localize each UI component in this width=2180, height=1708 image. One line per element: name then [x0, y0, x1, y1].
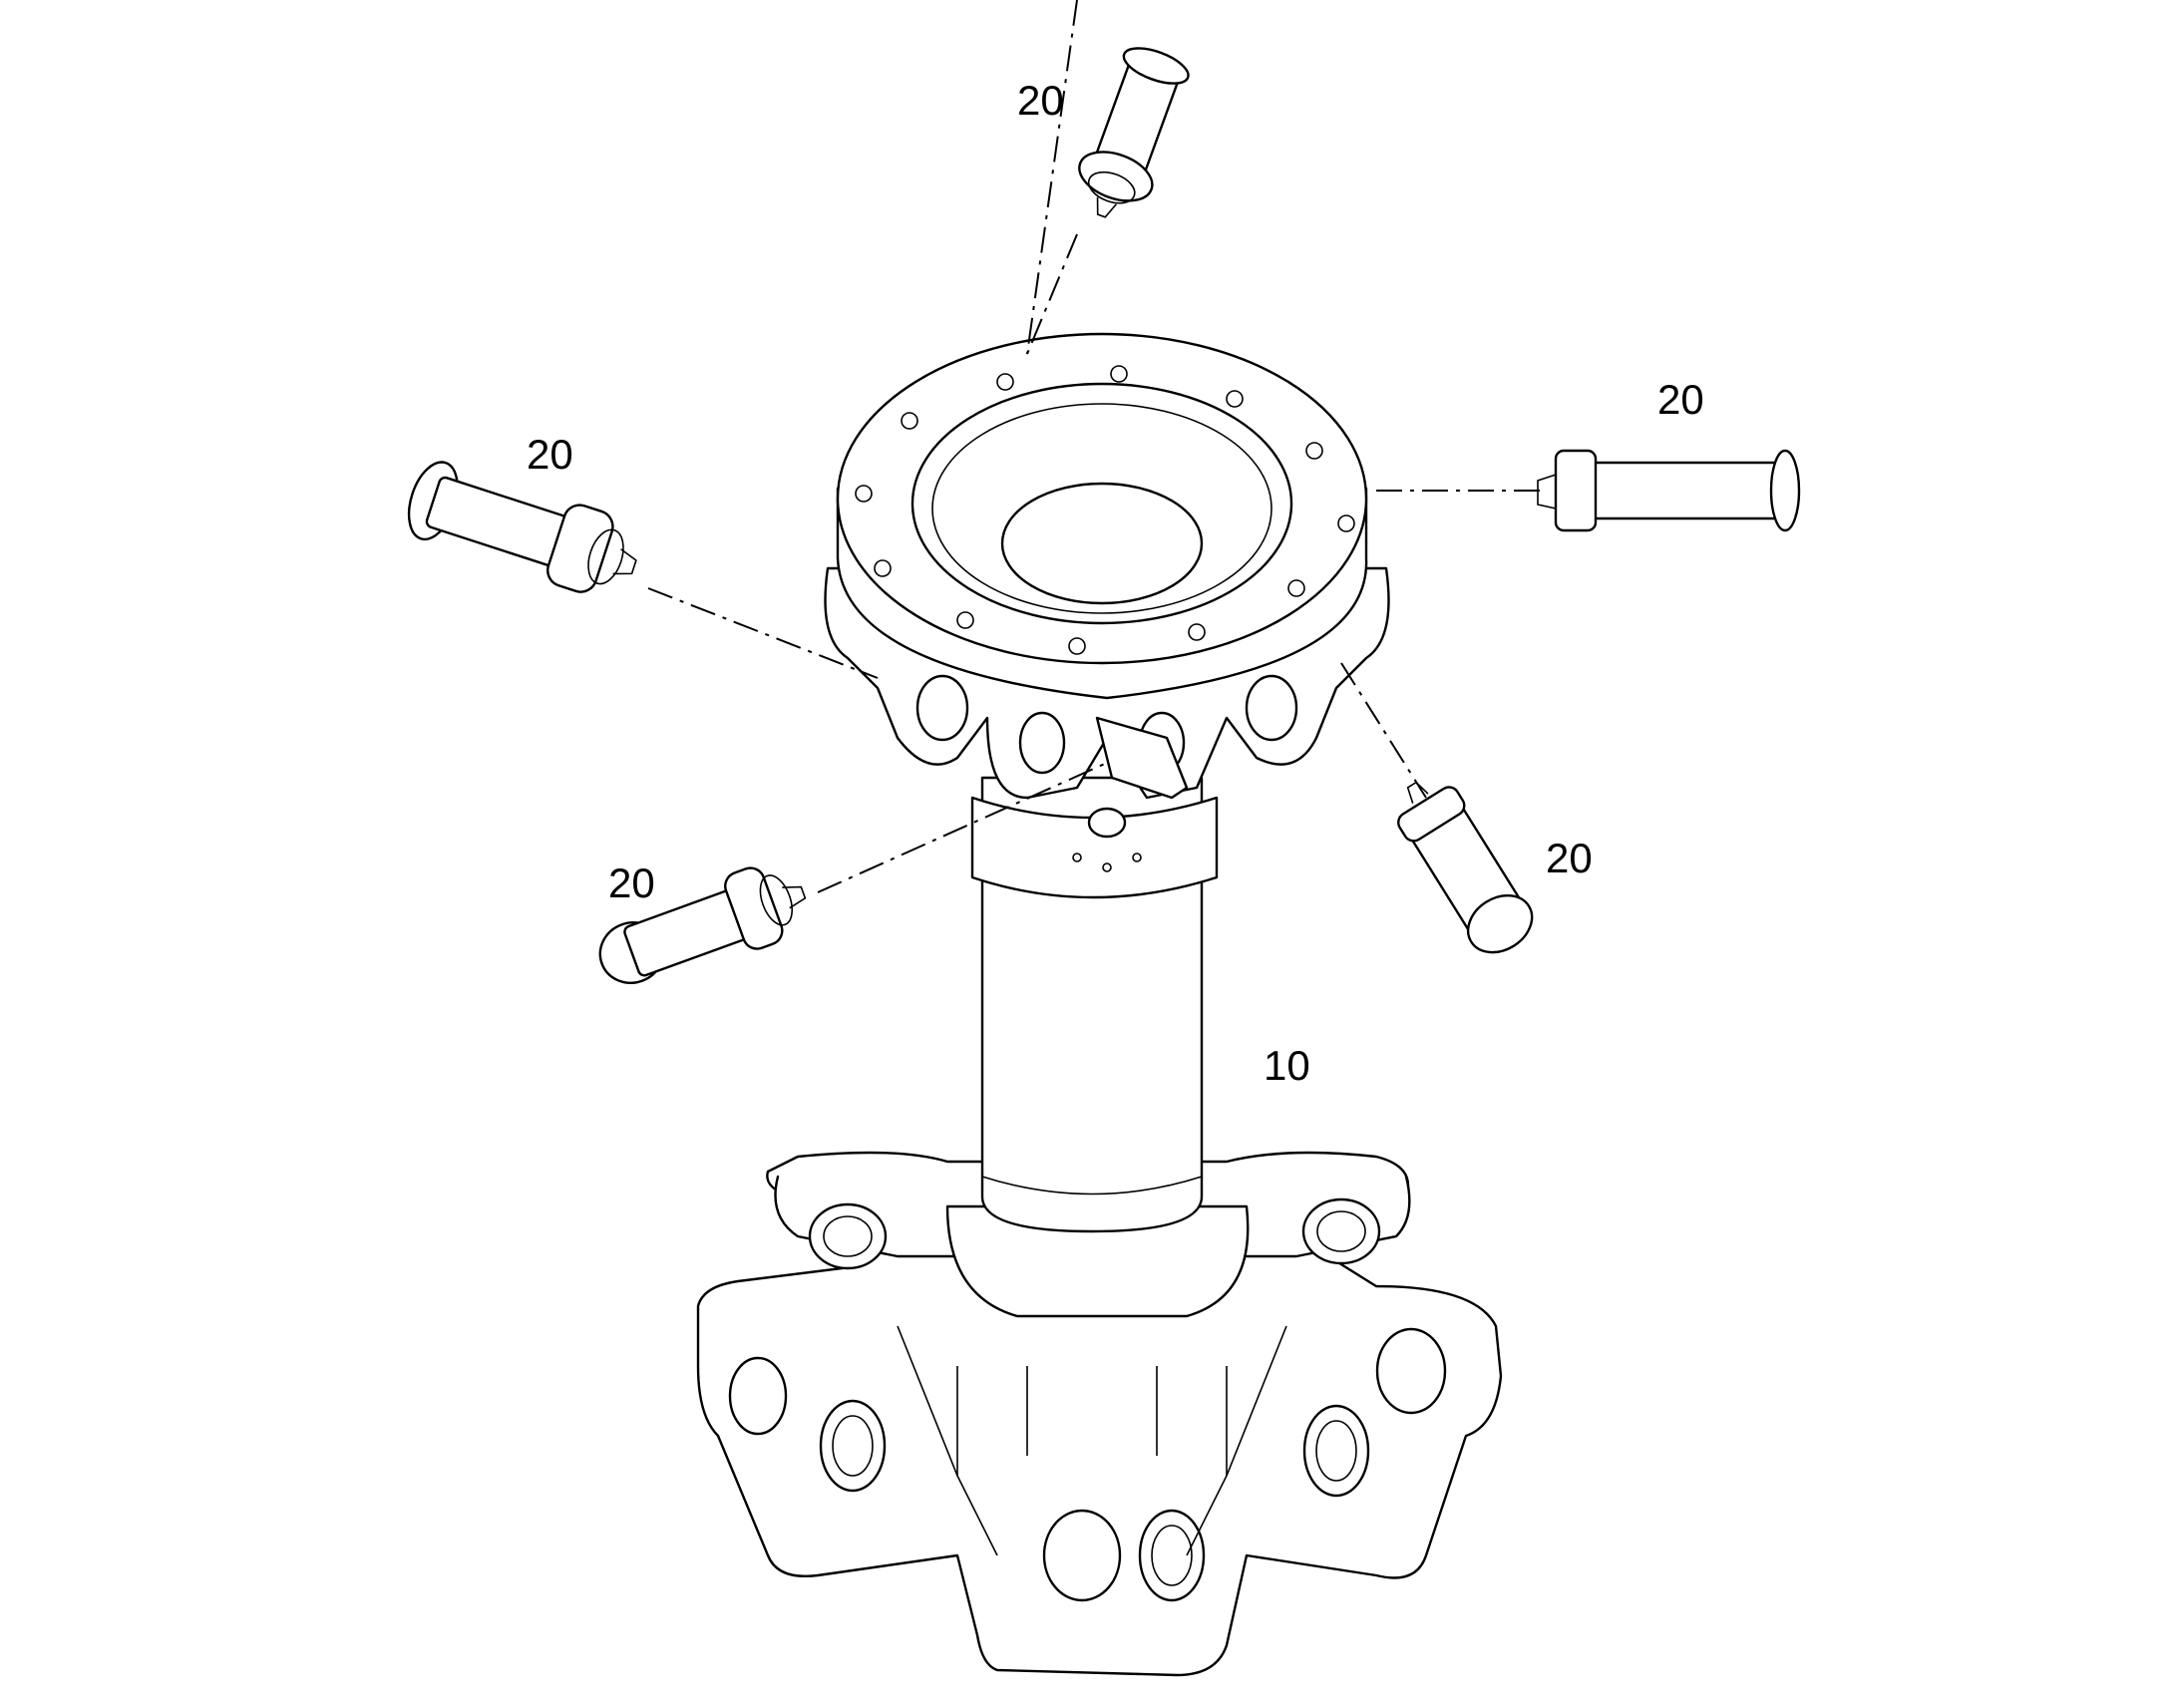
pin-lower-left	[598, 866, 807, 984]
top-head	[824, 332, 1390, 800]
column	[970, 776, 1219, 1233]
ref-label-pin-top: 20	[1017, 77, 1064, 124]
pin-left	[407, 461, 637, 593]
pin-right	[1537, 449, 1801, 532]
flange-bolt-holes	[855, 365, 1355, 655]
ref-label-pin-left: 20	[527, 431, 573, 478]
pin-top	[1078, 47, 1190, 218]
ref-label-pin-right: 20	[1657, 376, 1704, 423]
pin-lower-right	[1397, 781, 1534, 954]
base-hub	[696, 1151, 1503, 1677]
ref-label-pin-lower-right: 20	[1546, 835, 1593, 881]
ref-label-housing: 10	[1264, 1042, 1310, 1089]
ref-label-pin-lower-left: 20	[608, 859, 655, 906]
assembly-axes	[647, 0, 1541, 893]
